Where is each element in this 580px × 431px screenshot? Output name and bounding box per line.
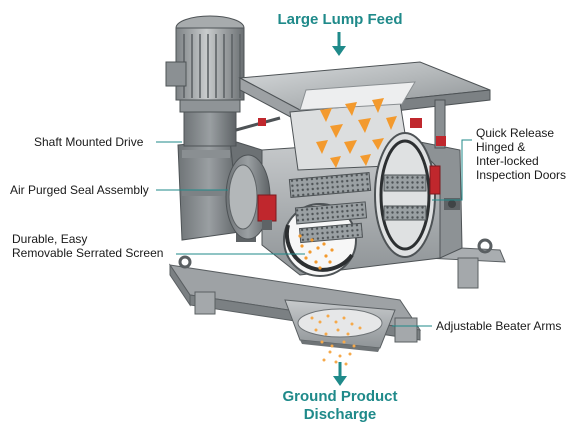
discharge-hopper: [284, 299, 396, 352]
doors-label-line2: Hinged &: [476, 140, 526, 154]
discharge-title: Ground Product Discharge: [260, 388, 420, 424]
discharge-arrow-icon: [333, 362, 347, 386]
doors-label-line3: Inter-locked: [476, 154, 539, 168]
doors-label-line1: Quick Release: [476, 126, 555, 140]
screen-label: Durable, Easy Removable Serrated Screen: [12, 232, 163, 260]
inspection-doors-label: Quick Release Hinged & Inter-locked Insp…: [476, 126, 566, 182]
feed-arrow-icon: [332, 32, 346, 56]
feed-particles: [316, 98, 397, 168]
chamber-particles: [298, 234, 334, 270]
leader-lines: [156, 139, 472, 327]
beater-arms-label: Adjustable Beater Arms: [436, 319, 562, 333]
inspection-door: [374, 132, 460, 258]
discharge-title-line1: Ground Product: [282, 388, 398, 405]
rotor-chamber: [283, 172, 372, 277]
motor: [165, 15, 245, 147]
feed-title: Large Lump Feed: [277, 11, 403, 28]
discharge-particles: [310, 314, 362, 366]
shaft-drive-label: Shaft Mounted Drive: [34, 135, 144, 149]
air-purged-seal-assembly: [225, 154, 277, 240]
feed-inlet-plate: [235, 61, 491, 171]
screen-label-line1: Durable, Easy: [12, 232, 88, 246]
screen-label-line2: Removable Serrated Screen: [12, 246, 164, 260]
doors-label-line4: Inspection Doors: [476, 168, 567, 182]
discharge-title-line2: Discharge: [303, 406, 377, 423]
air-seal-label: Air Purged Seal Assembly: [10, 183, 149, 197]
